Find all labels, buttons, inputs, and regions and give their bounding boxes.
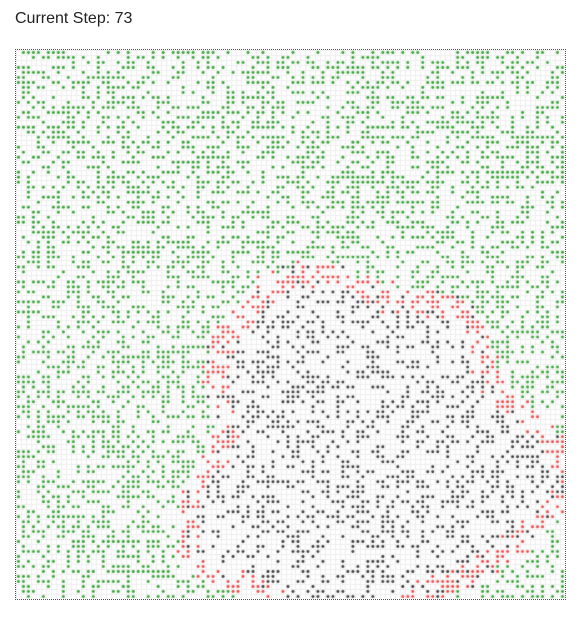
current-step-label: Current Step: 73 — [15, 9, 132, 29]
simulation-grid — [15, 49, 566, 600]
current-step-prefix: Current Step: — [15, 10, 115, 27]
simulation-grid-canvas — [16, 50, 565, 599]
current-step-value: 73 — [114, 10, 133, 27]
